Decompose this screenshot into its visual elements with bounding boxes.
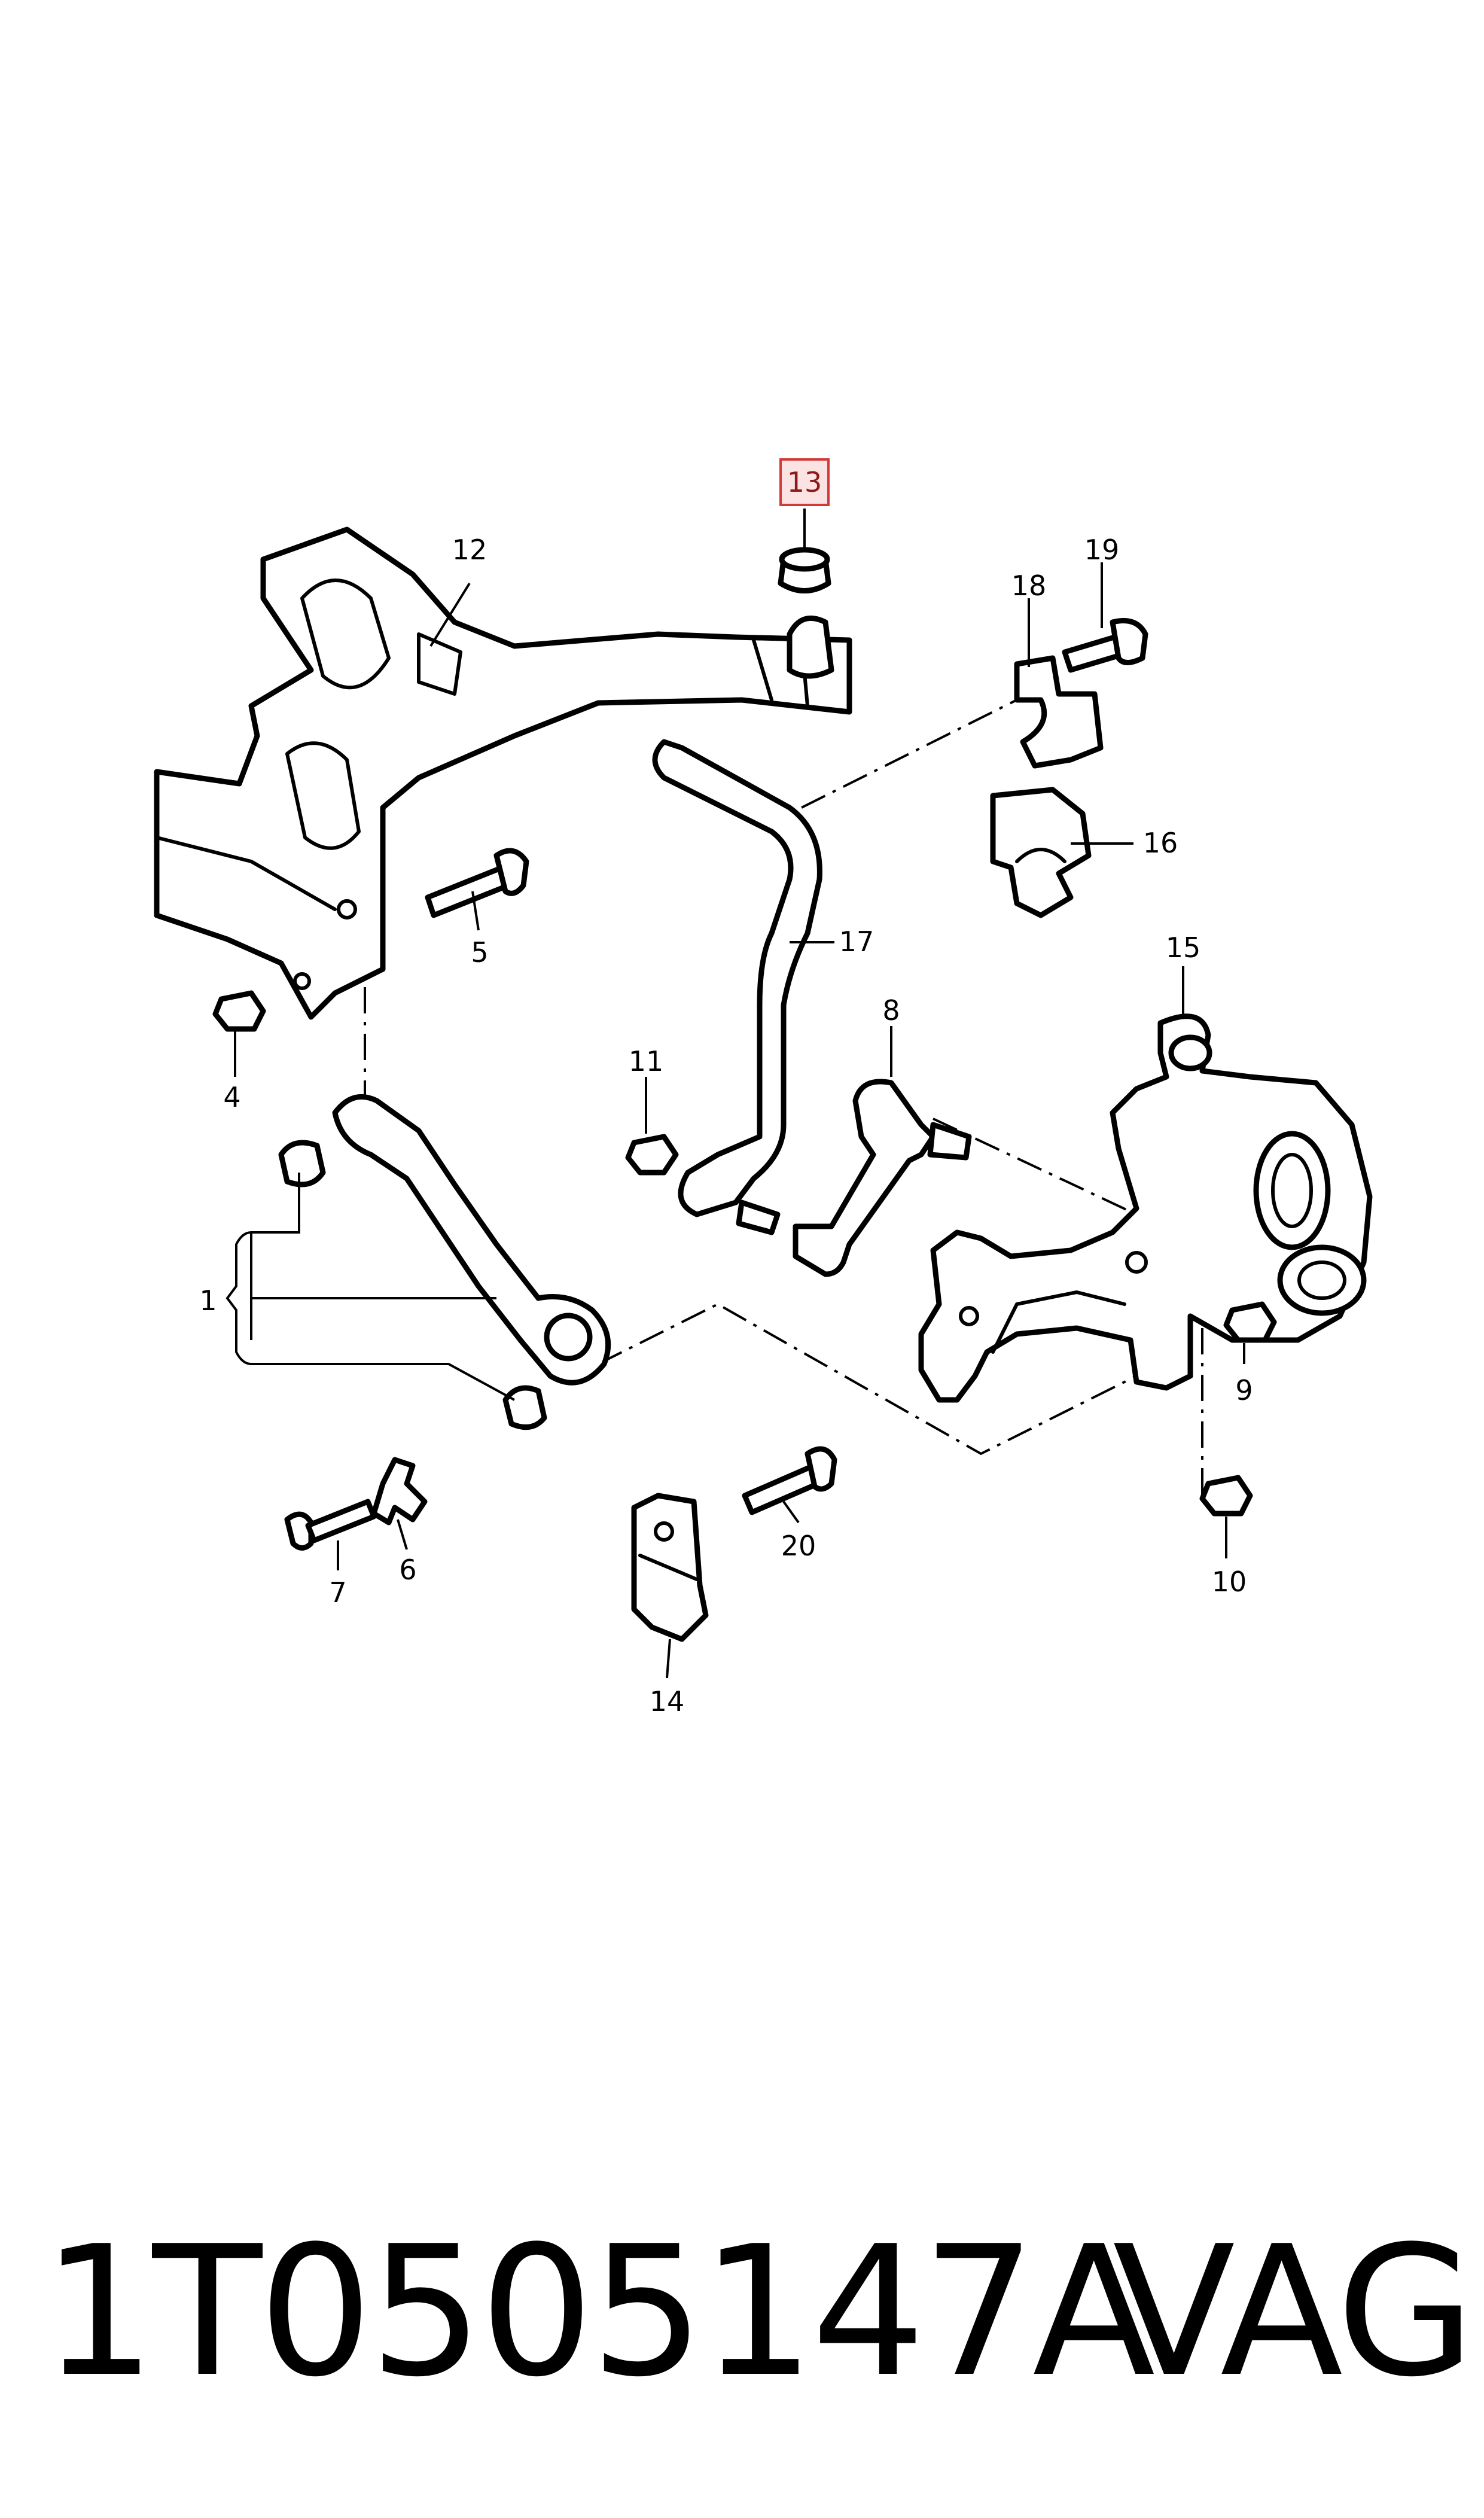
part-20-cover xyxy=(631,1493,709,1642)
part-12-subframe xyxy=(154,526,852,1020)
callout-18[interactable]: 19 xyxy=(1084,534,1120,566)
part-7-bolt xyxy=(284,1499,377,1551)
part-17-clamp xyxy=(1014,655,1104,769)
callout-12[interactable]: 12 xyxy=(452,534,487,566)
callout-6[interactable]: 6 xyxy=(399,1554,416,1586)
callout-8[interactable]: 10 xyxy=(1212,1566,1247,1598)
part-10-nut xyxy=(1223,1301,1277,1343)
part-8-nut xyxy=(1199,1475,1253,1517)
part-5-bolt xyxy=(425,848,529,918)
part-16-stabilizer-bar xyxy=(652,739,822,1217)
part-18-bolt xyxy=(1062,618,1148,673)
part-9-coupling-rod xyxy=(736,1079,972,1277)
callout-4[interactable]: 4 xyxy=(223,1081,240,1113)
part-1-transverse-link xyxy=(226,1094,611,1430)
callout-17[interactable]: 18 xyxy=(1011,570,1047,602)
callout-5[interactable]: 5 xyxy=(471,936,488,969)
part-6-eccentric-washer xyxy=(371,1457,428,1526)
callout-1[interactable]: 1 xyxy=(199,1284,217,1317)
callout-leaders xyxy=(234,509,1245,1679)
callout-16[interactable]: 17 xyxy=(839,925,874,958)
callout-7[interactable]: 7 xyxy=(329,1576,346,1609)
callout-11[interactable]: 11 xyxy=(629,1045,664,1077)
callout-13[interactable]: 13 xyxy=(787,466,822,498)
callout-13-highlight-box xyxy=(779,458,830,506)
part-number-label: 1T0505147A xyxy=(42,2208,1155,2416)
callout-9[interactable]: 8 xyxy=(882,994,900,1027)
callout-10[interactable]: 9 xyxy=(1235,1374,1253,1406)
brand-label: VAG xyxy=(1113,2208,1475,2416)
part-13-bushing xyxy=(778,547,831,593)
callout-15[interactable]: 16 xyxy=(1143,827,1178,859)
callout-labels: 13 12 19 18 16 17 5 15 8 11 4 1 9 20 6 7… xyxy=(199,458,1253,1718)
callout-14[interactable]: 15 xyxy=(1166,931,1201,964)
part-15-rubber-mount xyxy=(990,787,1092,918)
callout-20[interactable]: 14 xyxy=(650,1685,685,1718)
callout-19[interactable]: 20 xyxy=(781,1530,816,1562)
part-11-nut xyxy=(625,1134,679,1176)
part-19-bolt xyxy=(742,1446,837,1515)
part-14-wheel-bearing-housing xyxy=(918,1013,1373,1403)
part-4-nut xyxy=(212,990,266,1032)
